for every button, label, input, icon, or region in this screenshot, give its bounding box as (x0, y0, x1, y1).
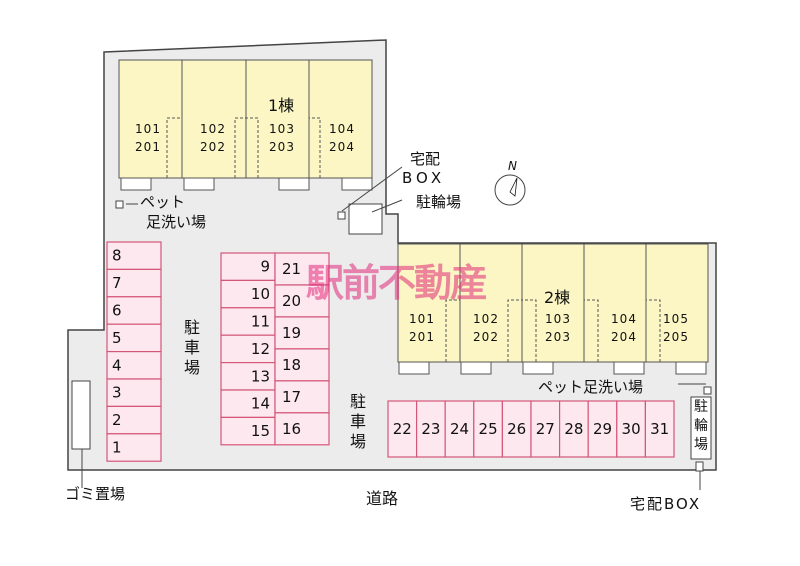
parking-space-number: 25 (479, 420, 498, 438)
parking-space: 22 (387, 400, 418, 458)
parking-space: 9 (220, 252, 276, 281)
pet-wash-top-label-2: 足洗い場 (146, 213, 207, 231)
parking-space-number: 24 (450, 420, 469, 438)
parking-space: 26 (501, 400, 532, 458)
garbage-label: ゴミ置場 (65, 485, 126, 503)
parking-space: 10 (220, 279, 276, 309)
parking-right-label: 駐車場 (349, 392, 366, 451)
parking-space-number: 23 (421, 420, 440, 438)
parking-space: 14 (220, 389, 276, 418)
parking-space-number: 30 (622, 420, 641, 438)
building-1 (118, 59, 373, 191)
parking-space: 23 (416, 400, 446, 458)
parking-space-number: 29 (593, 420, 612, 438)
parking-space-number: 26 (507, 420, 526, 438)
parking-space: 20 (274, 284, 330, 318)
parking-space: 24 (444, 400, 475, 458)
parking-space-number: 6 (112, 302, 122, 320)
parking-space: 29 (587, 400, 618, 458)
parking-left-label: 駐車場 (183, 318, 200, 377)
parking-space-number: 27 (536, 420, 555, 438)
bike-parking-top-label: 駐輪場 (416, 193, 462, 211)
parking-space: 17 (274, 380, 330, 414)
parking-space: 5 (106, 323, 162, 353)
pet-wash-top-marker (115, 200, 124, 209)
pet-wash-top-label: ペット (140, 193, 186, 211)
parking-space-number: 19 (282, 324, 301, 342)
parking-space: 28 (558, 400, 589, 458)
parking-space-number: 15 (251, 422, 270, 440)
parking-space-number: 28 (564, 420, 583, 438)
parking-space-number: 13 (251, 367, 270, 385)
parking-space-number: 22 (393, 420, 412, 438)
pet-wash-right-marker (703, 386, 712, 395)
road-label: 道路 (366, 489, 399, 508)
parking-space: 6 (106, 296, 162, 325)
pet-wash-right-label: ペット足洗い場 (538, 378, 644, 396)
parking-space-number: 7 (112, 274, 122, 292)
building-2 (397, 243, 709, 375)
parking-space: 27 (530, 400, 561, 458)
parking-space-number: 17 (282, 388, 301, 406)
parking-space-number: 8 (112, 247, 122, 265)
parking-space: 1 (106, 433, 162, 462)
parking-space-number: 16 (282, 420, 301, 438)
parking-space-number: 31 (650, 420, 669, 438)
parking-space: 3 (106, 378, 162, 407)
parking-space: 13 (220, 362, 276, 391)
parking-space-number: 4 (112, 356, 122, 374)
delivery-box-top-label-2: BOX (402, 169, 446, 187)
parking-space-number: 3 (112, 384, 122, 402)
bike-parking-top-area (348, 203, 383, 235)
parking-space: 8 (106, 241, 162, 270)
parking-space: 30 (616, 400, 646, 458)
parking-space: 16 (274, 412, 330, 446)
parking-space-number: 21 (282, 260, 301, 278)
bike-parking-right-area (690, 396, 712, 460)
north-label: N (508, 159, 517, 173)
bike-parking-right-label: 駐輪場 (694, 399, 708, 453)
parking-space: 19 (274, 316, 330, 350)
building-2-title: 2棟 (544, 288, 571, 307)
parking-space: 4 (106, 351, 162, 380)
north-compass-icon (494, 174, 526, 206)
parking-space-number: 20 (282, 292, 301, 310)
delivery-box-top-marker (337, 211, 346, 220)
parking-space-number: 12 (251, 340, 270, 358)
parking-space: 7 (106, 268, 162, 298)
parking-space-number: 5 (112, 329, 122, 347)
parking-space-number: 10 (251, 285, 270, 303)
parking-space-number: 18 (282, 356, 301, 374)
parking-space: 11 (220, 307, 276, 336)
watermark: 駅前不動産 (306, 261, 488, 305)
delivery-box-bottom-marker (695, 461, 704, 472)
parking-space: 15 (220, 416, 276, 446)
building-1-title: 1棟 (268, 96, 295, 115)
parking-space: 2 (106, 405, 162, 435)
parking-space-number: 1 (112, 439, 122, 457)
garbage-area (71, 380, 91, 450)
delivery-box-top-label: 宅配 (410, 150, 441, 168)
parking-space-number: 11 (251, 313, 270, 331)
parking-space: 31 (644, 400, 675, 458)
parking-space: 18 (274, 348, 330, 382)
parking-space-number: 14 (251, 395, 270, 413)
parking-space-number: 9 (260, 258, 270, 276)
parking-space: 12 (220, 334, 276, 364)
parking-space-number: 2 (112, 411, 122, 429)
delivery-box-bottom-label: 宅配BOX (630, 495, 702, 513)
parking-space: 25 (473, 400, 503, 458)
